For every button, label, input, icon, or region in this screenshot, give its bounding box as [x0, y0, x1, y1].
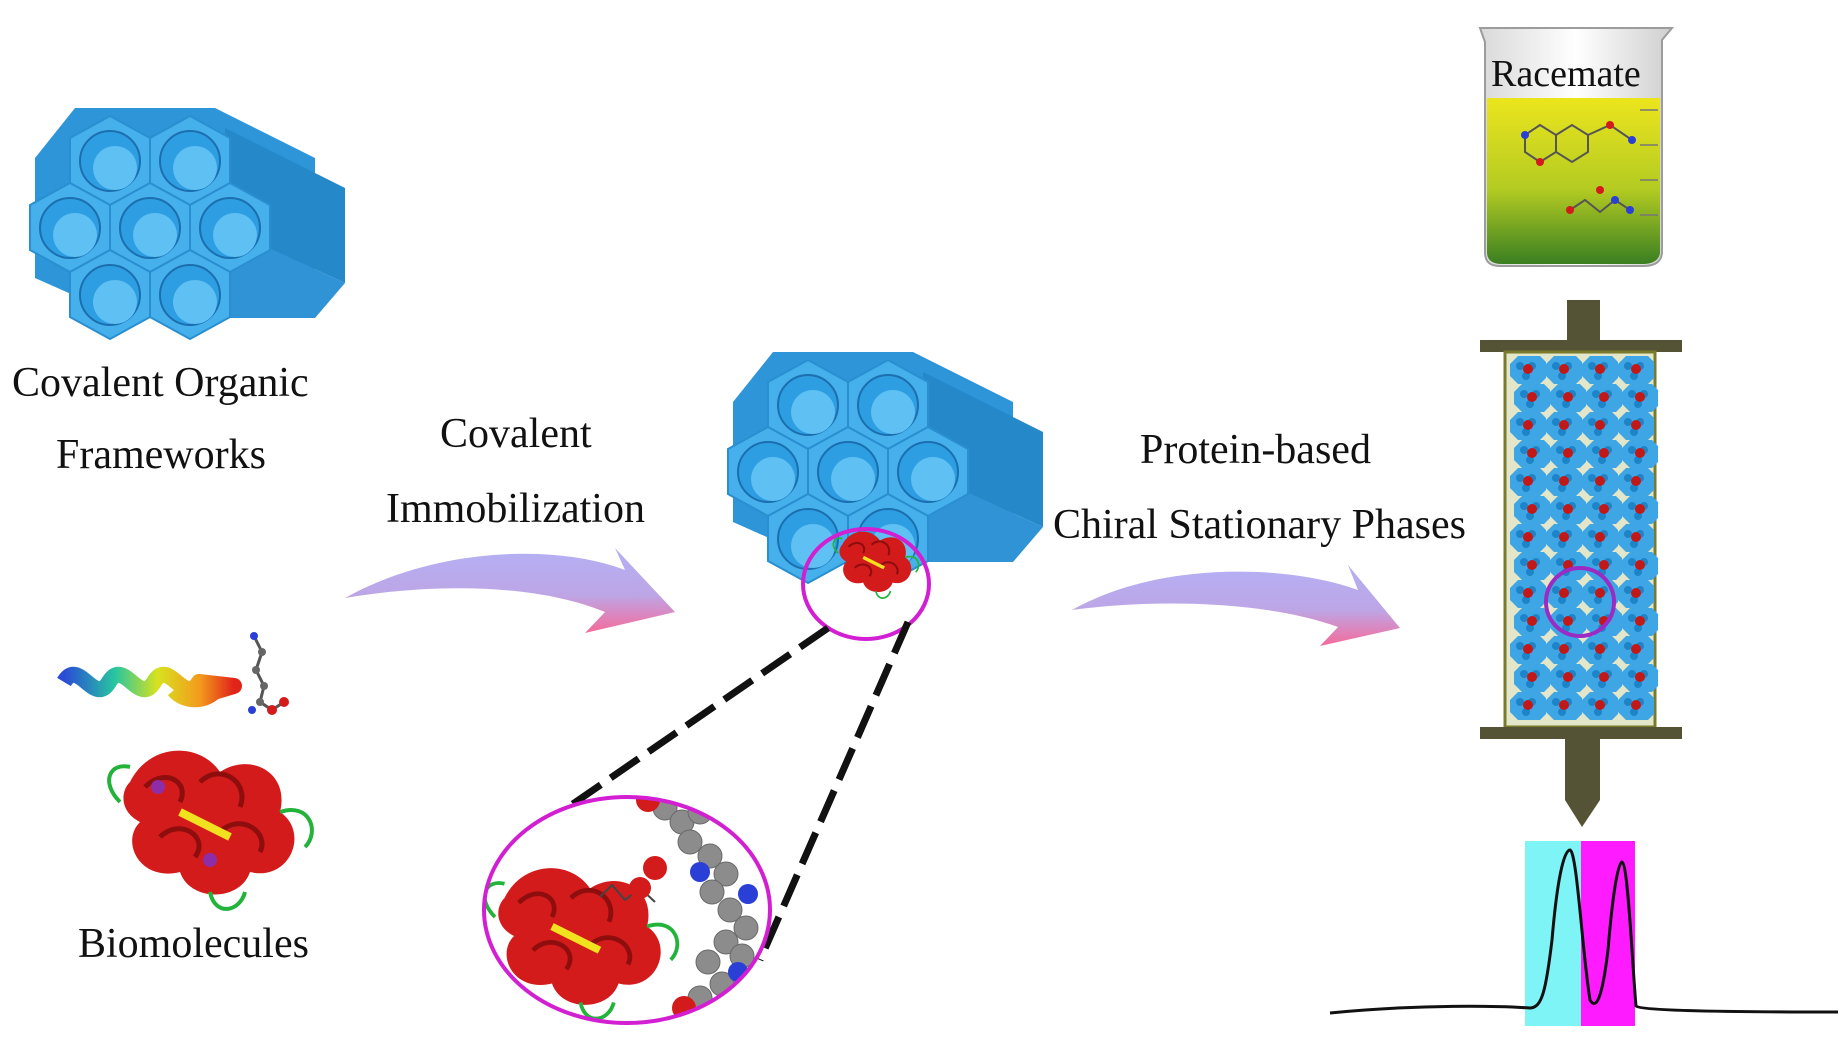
column-packing-tile [1622, 664, 1658, 692]
magnifier-circle-small [801, 527, 931, 641]
column-packing-tile [1586, 384, 1622, 412]
column-packing-tile [1514, 664, 1550, 692]
immobilization-label-line2: Immobilization [386, 486, 645, 532]
column-packing-tile [1622, 440, 1658, 468]
zoom-line-right [756, 620, 912, 962]
column-packing-tile [1622, 496, 1658, 524]
column-packing-tile [1622, 552, 1658, 580]
chromatogram-trace [1329, 848, 1839, 1015]
zoom-line-left [536, 625, 830, 831]
amino-acid-icon [248, 632, 289, 715]
column-packing-tile [1550, 384, 1586, 412]
column-packing-tile [1582, 636, 1618, 664]
column-packing-tile [1550, 496, 1586, 524]
magnifier-circle-column [1544, 566, 1616, 638]
column-packing-tile [1510, 412, 1546, 440]
column-packing-tile [1510, 692, 1546, 720]
column-packing-tile [1618, 356, 1654, 384]
column-packing-tile [1622, 384, 1658, 412]
column-packing-tile [1510, 524, 1546, 552]
column-packing-tile [1514, 496, 1550, 524]
column-packing-tile [1618, 524, 1654, 552]
column-packing-tile [1618, 412, 1654, 440]
column-packing-tile [1546, 524, 1582, 552]
chromatogram-icon [1329, 841, 1839, 1026]
column-packing-tile [1514, 384, 1550, 412]
column-packing-tile [1510, 580, 1546, 608]
column-packing-tile [1582, 524, 1618, 552]
column-packing-tile [1582, 412, 1618, 440]
column-packing-tile [1586, 608, 1622, 636]
biomolecules-label: Biomolecules [78, 921, 309, 967]
column-packing-tile [1514, 552, 1550, 580]
column-packing-tile [1546, 636, 1582, 664]
column-packing-tile [1510, 636, 1546, 664]
magnified-linkage [482, 795, 772, 1025]
column-packing-tile [1582, 468, 1618, 496]
column-packing-tile [1546, 412, 1582, 440]
column-packing-tile [1586, 664, 1622, 692]
immobilization-arrow [345, 548, 675, 633]
protein-icon [109, 751, 312, 909]
column-packing-tile [1582, 356, 1618, 384]
column-packing-tile [1550, 664, 1586, 692]
cof-label-line1: Covalent Organic [12, 360, 309, 406]
column-packing-tile [1622, 608, 1658, 636]
column-packing-tile [1586, 440, 1622, 468]
hplc-column-icon [1480, 300, 1682, 827]
column-packing-tile [1550, 440, 1586, 468]
beaker-icon [1478, 27, 1675, 267]
csp-label-line1: Protein-based [1140, 427, 1371, 473]
column-packing-tile [1586, 496, 1622, 524]
cof-hexagon-icon [29, 107, 346, 340]
column-packing-tile [1514, 608, 1550, 636]
column-packing-tile [1514, 440, 1550, 468]
csp-arrow [1072, 565, 1400, 646]
column-packing-tile [1510, 468, 1546, 496]
column-packing-tile [1618, 692, 1654, 720]
cof-label-line2: Frameworks [56, 432, 266, 478]
column-packing-tile [1618, 468, 1654, 496]
column-packing-tile [1618, 580, 1654, 608]
column-packing-tile [1546, 468, 1582, 496]
column-packing-tile [1618, 636, 1654, 664]
column-packing-tile [1582, 692, 1618, 720]
column-packing-tile [1546, 692, 1582, 720]
csp-label-line2: Chiral Stationary Phases [1053, 502, 1466, 548]
racemate-label: Racemate [1491, 53, 1641, 95]
helix-icon [57, 666, 242, 708]
column-packing-tile [1546, 356, 1582, 384]
column-packing-tile [1510, 356, 1546, 384]
immobilization-label-line1: Covalent [440, 411, 592, 457]
